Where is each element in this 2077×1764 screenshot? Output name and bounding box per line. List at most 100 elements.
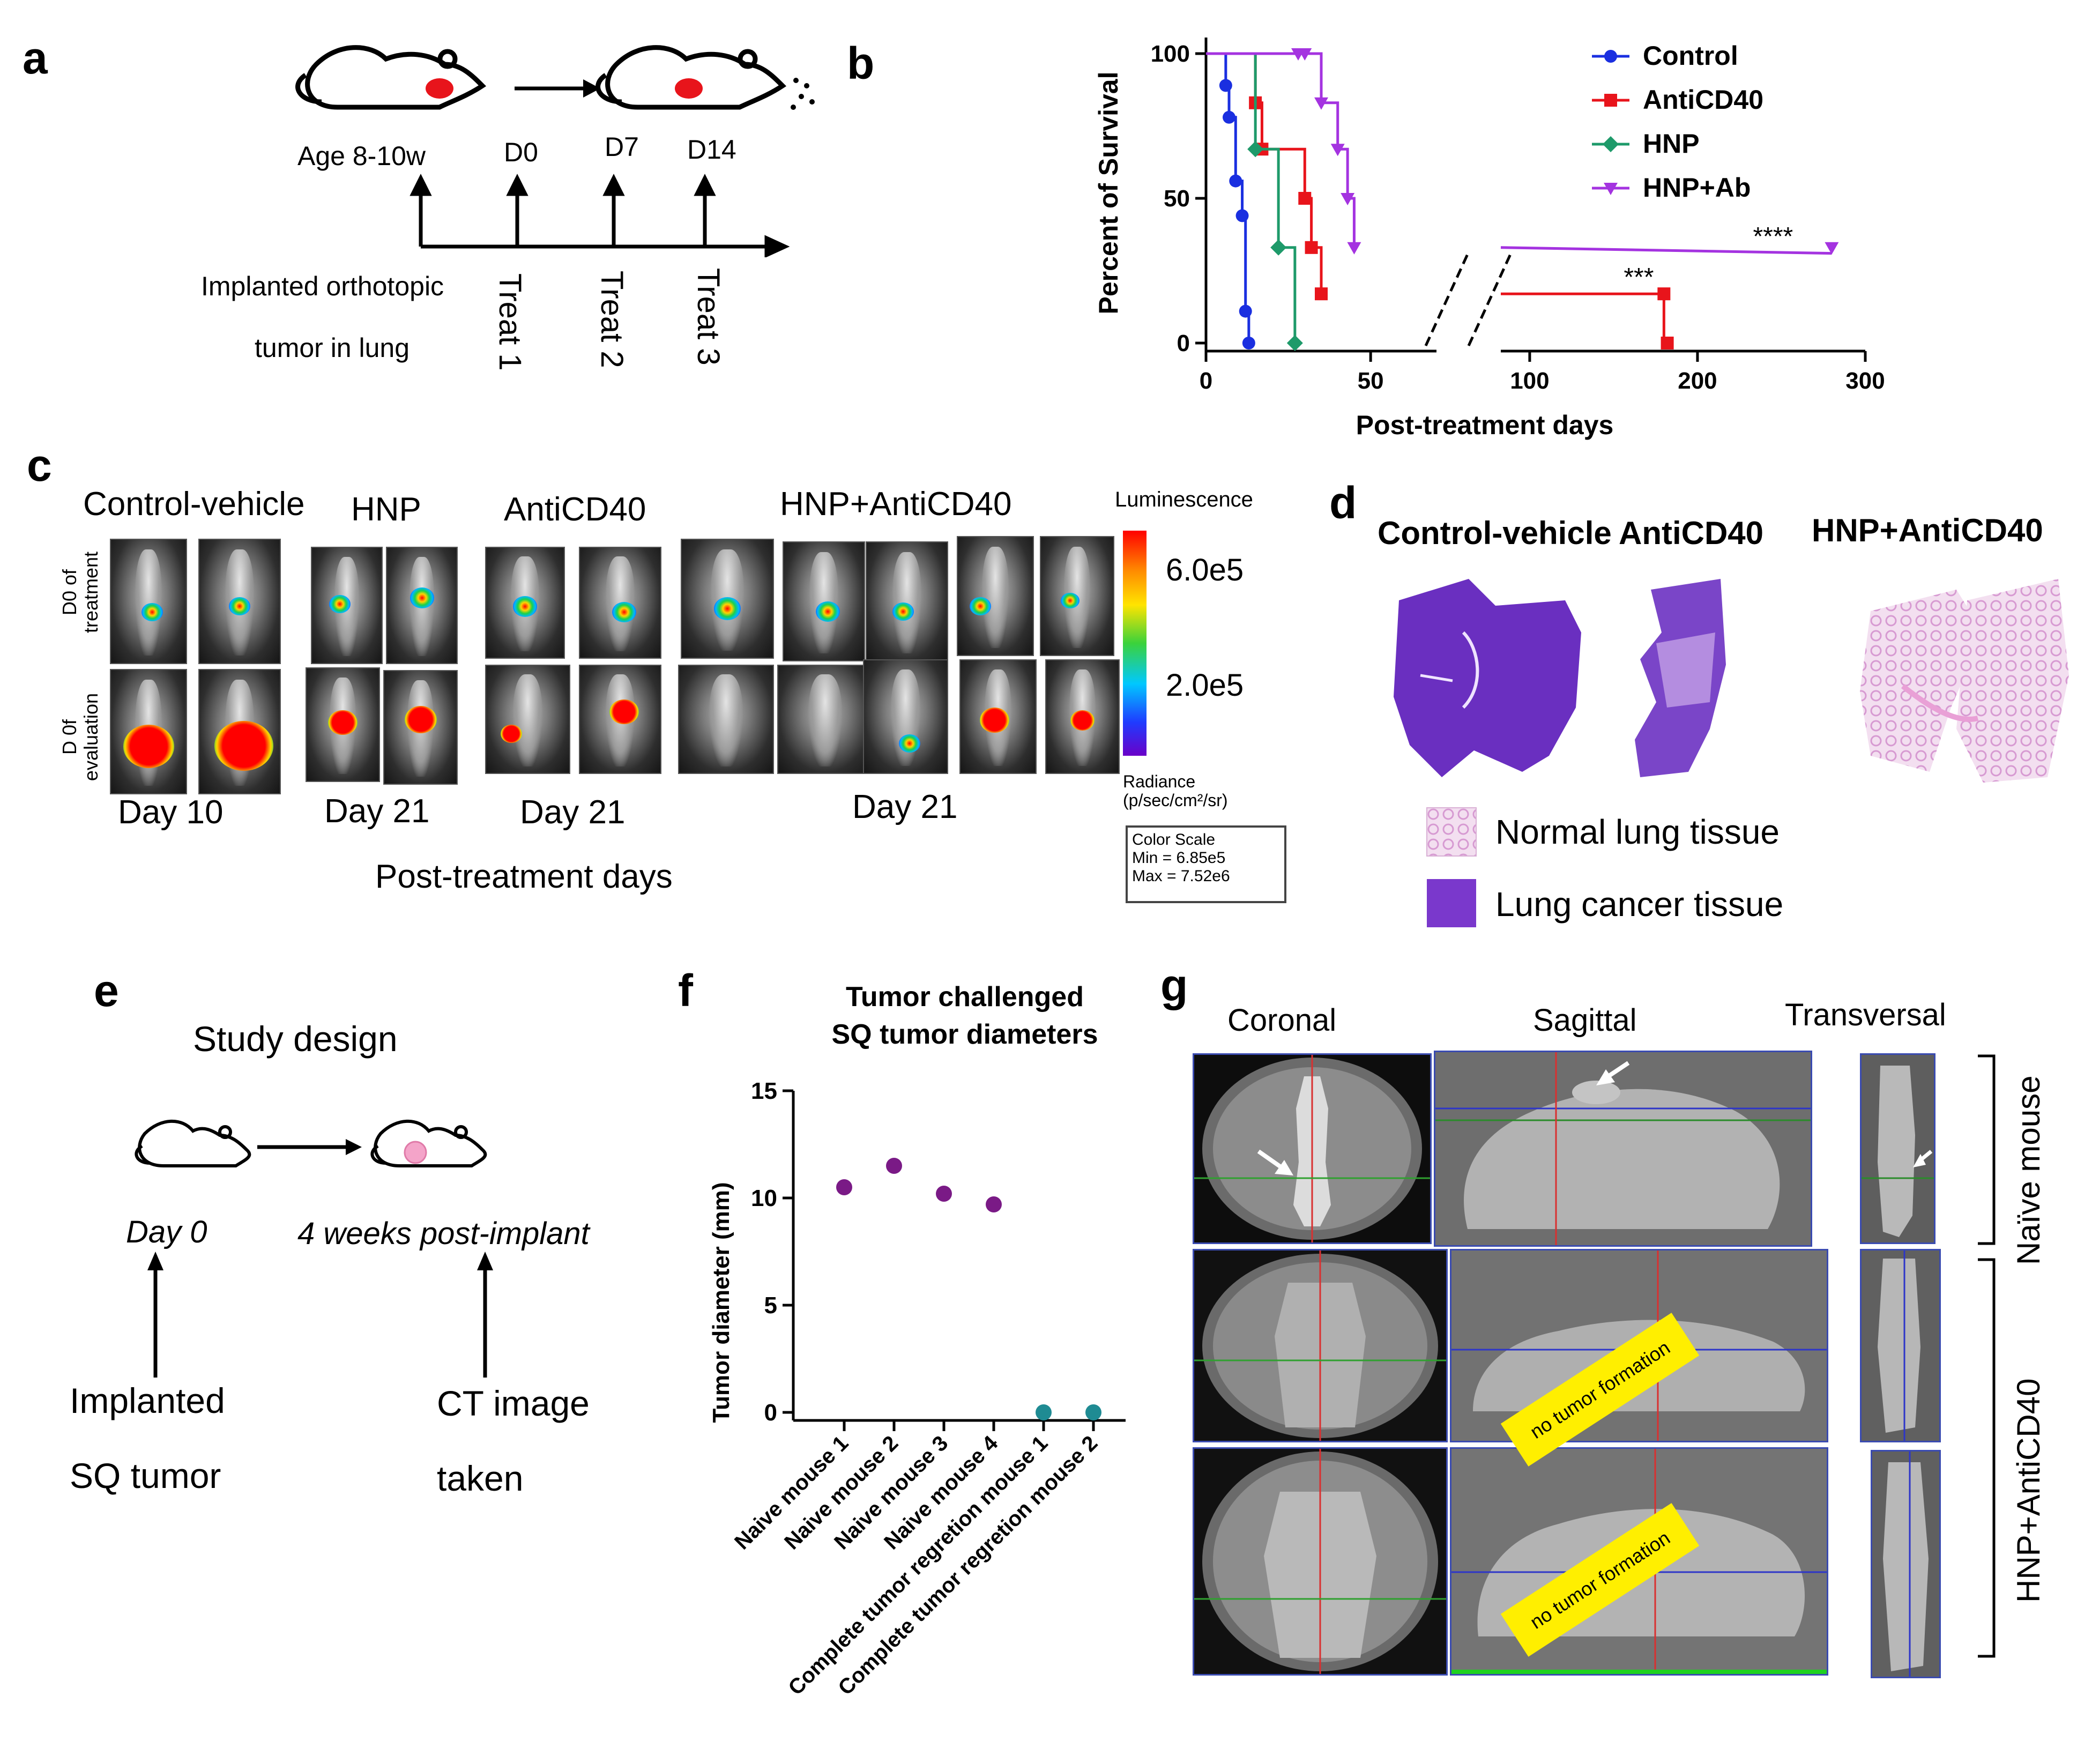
group-label-anticd40: AntiCD40: [504, 491, 646, 528]
y-tick-label: 50: [1164, 185, 1190, 212]
day-label-control: Day 10: [118, 794, 224, 831]
ivis-mouse-image: [198, 539, 281, 664]
legend-marker: [1604, 183, 1618, 195]
ct-transversal-naive: [1860, 1053, 1935, 1244]
panel-a-timeline: [295, 45, 815, 110]
view-coronal: Coronal: [1227, 1003, 1337, 1038]
ivis-mouse-image: [485, 665, 570, 774]
ivis-mouse-image: [783, 541, 865, 661]
legend-label-hnp+ab: HNP+Ab: [1643, 173, 1751, 203]
data-point: [1315, 287, 1328, 301]
legend-marker: [1604, 94, 1617, 107]
luminescence-signal: [142, 603, 163, 621]
data-point: [1286, 335, 1303, 351]
histo-label-combo: HNP+AntiCD40: [1812, 512, 2043, 548]
luminescence-signal: [329, 594, 351, 613]
legend-label-control: Control: [1643, 41, 1738, 71]
y-tick-label: 100: [1151, 41, 1190, 67]
luminescence-signal: [328, 710, 358, 735]
color-scale-max: Max = 7.52e6: [1132, 867, 1230, 885]
legend-normal: Normal lung tissue: [1495, 813, 1780, 851]
color-scale-bar: [1123, 531, 1147, 756]
f-data-point: [1085, 1404, 1101, 1420]
data-point: [1270, 239, 1287, 256]
age-label: Age 8-10w: [297, 141, 426, 171]
group-label-hnp-anticd40: HNP+AntiCD40: [780, 486, 1012, 523]
f-data-point: [936, 1186, 952, 1202]
mouse-icon: [295, 45, 487, 110]
ivis-mouse-image: [678, 665, 774, 774]
f-y-tick-label: 5: [764, 1292, 777, 1319]
day-label-anticd40: Day 21: [520, 794, 626, 831]
panel-label-b: b: [847, 38, 875, 88]
row-label-d0: D0 of treatment: [58, 551, 102, 634]
ct-transversal-treated-1: [1860, 1249, 1941, 1442]
ivis-mouse-image: [777, 665, 873, 774]
ct-coronal-treated-2: [1193, 1447, 1448, 1676]
ivis-mouse-image: [485, 547, 565, 659]
luminescence-signal: [123, 725, 174, 768]
legend-marker: [1604, 50, 1617, 63]
data-point: [1657, 287, 1671, 301]
ivis-mouse-image: [386, 547, 458, 664]
histo-label-anticd40: AntiCD40: [1619, 515, 1764, 551]
luminescence-signal: [979, 708, 1009, 733]
f-y-tick-label: 10: [751, 1185, 777, 1211]
ivis-mouse-image: [311, 547, 383, 664]
scale-tick-high: 6.0e5: [1166, 553, 1244, 587]
panel-label-a: a: [23, 33, 48, 83]
treat-3: Treat 3: [691, 268, 726, 366]
f-data-point: [886, 1158, 902, 1174]
mouse-icon: [595, 45, 787, 110]
luminescence-signal: [816, 601, 840, 622]
x-tick-label: 300: [1845, 368, 1885, 394]
implanted-label: Implanted: [70, 1381, 225, 1420]
ivis-mouse-image: [306, 667, 380, 782]
sq-tumor-label: SQ tumor: [70, 1456, 221, 1495]
ivis-mouse-image: [1040, 536, 1114, 656]
cancer-tissue-swatch: [1427, 879, 1476, 927]
tumor-dot: [426, 78, 453, 99]
ivis-mouse-image: [198, 669, 281, 794]
significance-anticd40: ***: [1624, 263, 1654, 292]
day-label-d0: D0: [504, 137, 538, 167]
y-tick-label: 0: [1177, 330, 1190, 356]
luminescence-title: Luminescence: [1115, 488, 1253, 511]
group-label-control: Control-vehicle: [83, 486, 305, 523]
luminescence-signal: [1070, 710, 1095, 731]
x-tick-label: 200: [1678, 368, 1717, 394]
luminescence-signal: [899, 734, 921, 753]
ct-transversal-treated-2: [1871, 1450, 1941, 1678]
luminescence-signal: [513, 596, 537, 617]
survival-chart: Percent of Survival Post-treatment days …: [1093, 38, 1885, 440]
study-design-arrows: [147, 1252, 493, 1378]
x-tick-label: 50: [1358, 368, 1384, 394]
row-label-treated: HNP+AntiCD40: [2011, 1378, 2046, 1603]
timeline-axis: [410, 174, 790, 257]
f-y-tick-label: 15: [751, 1078, 777, 1104]
x-tick-label: 100: [1510, 368, 1549, 394]
data-point: [1235, 209, 1249, 222]
treat-1: Treat 1: [493, 273, 527, 371]
luminescence-signal: [410, 587, 434, 608]
panel-label-f: f: [678, 965, 693, 1016]
f-title-2: SQ tumor diameters: [831, 1019, 1098, 1050]
study-design-title: Study design: [193, 1019, 398, 1059]
luminescence-signal: [214, 720, 273, 771]
data-point: [1242, 337, 1255, 349]
axis-break: [1424, 251, 1470, 347]
ivis-mouse-image: [579, 665, 661, 774]
view-sagittal: Sagittal: [1533, 1003, 1637, 1038]
ivis-mouse-image: [681, 539, 774, 659]
ivis-mouse-image: [579, 547, 661, 659]
luminescence-signal: [892, 602, 914, 621]
post-implant-label: 4 weeks post-implant: [297, 1216, 590, 1251]
f-data-point: [1036, 1404, 1052, 1420]
panel-label-e: e: [94, 965, 119, 1016]
luminescence-signal: [714, 597, 741, 620]
day-label-d7: D7: [605, 132, 639, 162]
data-point: [1239, 304, 1252, 318]
ct-coronal-naive: [1193, 1053, 1432, 1244]
luminescence-signal: [404, 705, 437, 733]
